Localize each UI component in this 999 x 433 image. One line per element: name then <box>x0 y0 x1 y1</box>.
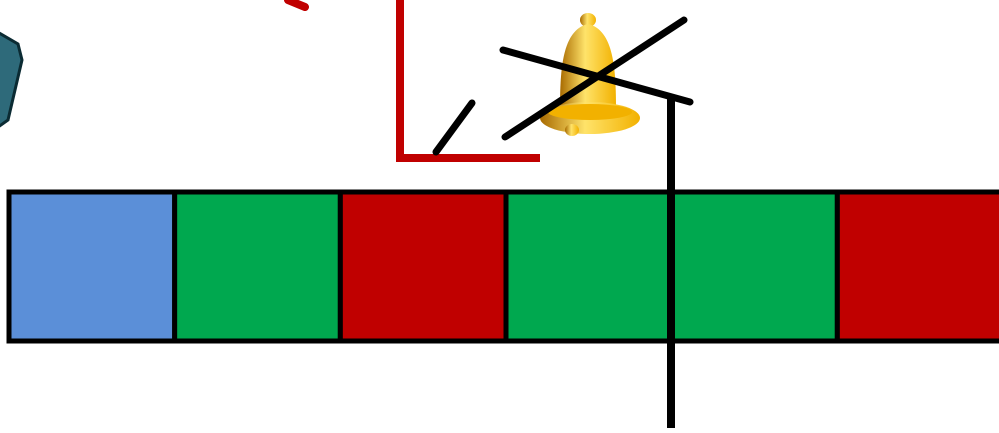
red-bracket <box>400 0 540 158</box>
square-3 <box>340 192 506 341</box>
black-slash-mark <box>436 103 472 152</box>
red-stroke <box>288 0 305 7</box>
color-squares-row <box>9 192 999 341</box>
square-4 <box>506 192 672 341</box>
gem-icon <box>0 30 22 130</box>
square-5 <box>672 192 838 341</box>
square-6 <box>837 192 999 341</box>
square-1 <box>9 192 175 341</box>
square-2 <box>175 192 341 341</box>
